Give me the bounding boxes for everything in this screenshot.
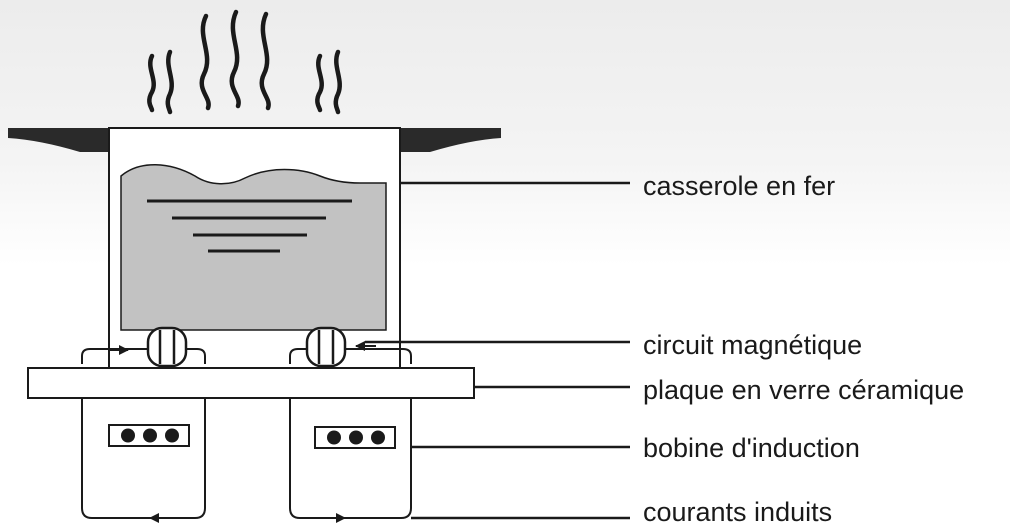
ceramic-plate xyxy=(27,367,475,399)
right-pan-handle xyxy=(400,128,501,152)
liquid xyxy=(120,164,387,331)
left-coil-housing xyxy=(81,348,206,364)
label-pan: casserole en fer xyxy=(643,171,836,201)
liquid-lines xyxy=(147,199,352,253)
right-coil-housing xyxy=(289,348,412,364)
left-pan-handle xyxy=(8,128,109,152)
label-induced-currents: courants induits xyxy=(643,497,833,527)
label-magnetic-circuit: circuit magnétique xyxy=(643,330,863,360)
right-indicator-panel xyxy=(314,426,396,449)
steam-icon xyxy=(147,9,342,115)
label-ceramic-plate: plaque en verre céramique xyxy=(643,375,965,405)
right-magnetic-coil xyxy=(305,326,347,368)
left-indicator-panel xyxy=(108,424,190,447)
left-magnetic-coil xyxy=(146,326,188,368)
label-induction-coil: bobine d'induction xyxy=(643,433,860,463)
leader-lines xyxy=(365,181,630,520)
